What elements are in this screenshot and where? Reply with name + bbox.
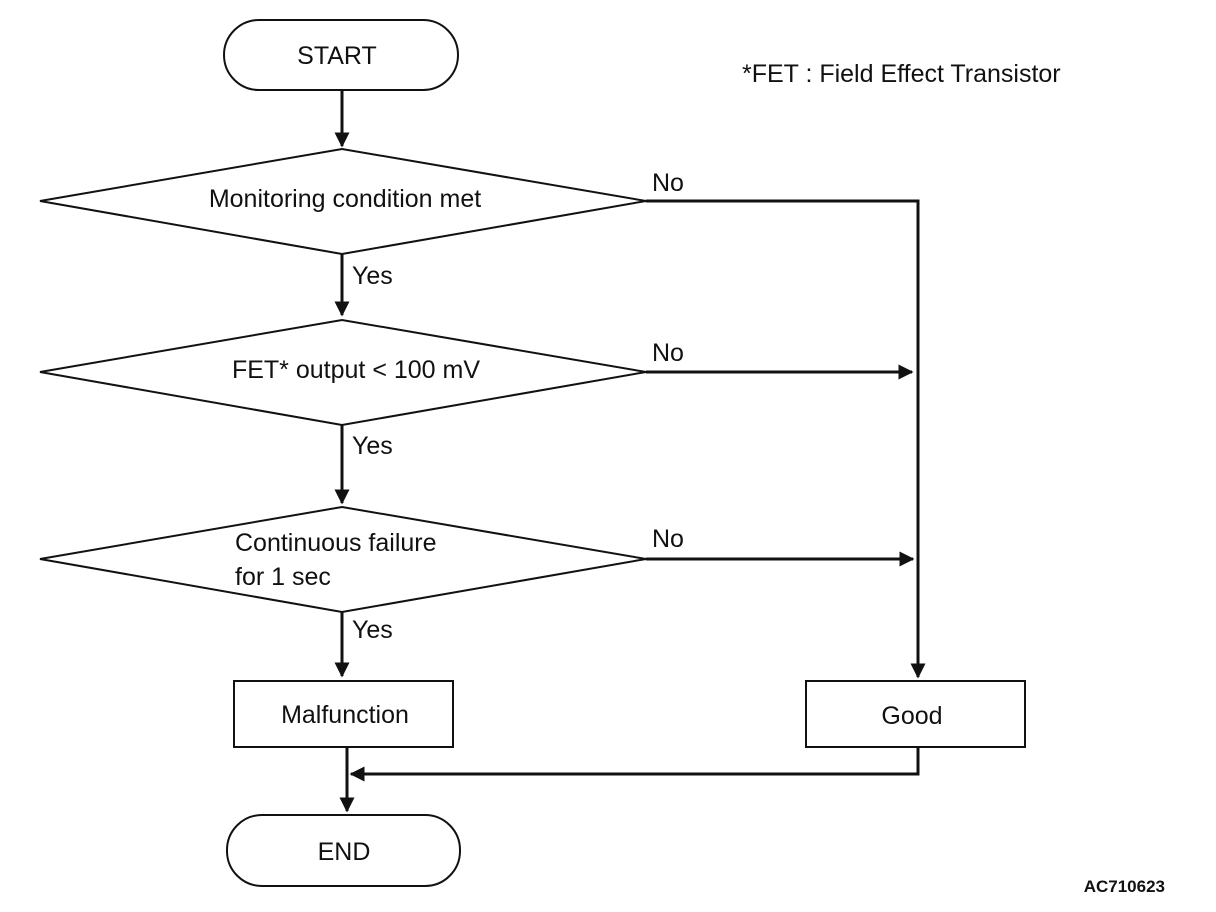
- decision-3-yes-label: Yes: [352, 616, 393, 644]
- decision-2-text: FET* output < 100 mV: [232, 356, 480, 384]
- end-label: END: [318, 838, 371, 866]
- decision-1-text: Monitoring condition met: [209, 185, 481, 213]
- connector-decision-1-no: [646, 199, 926, 679]
- decision-fet-output: FET* output < 100 mV: [39, 318, 647, 427]
- decision-continuous-failure: Continuous failure for 1 sec: [39, 505, 647, 614]
- decision-3-no-label: No: [652, 525, 684, 553]
- start-terminal: START: [223, 19, 459, 91]
- decision-2-no-label: No: [652, 339, 684, 367]
- start-label: START: [297, 42, 377, 70]
- good-label: Good: [881, 702, 942, 730]
- connector-good-to-end: [349, 747, 920, 782]
- footnote-fet: *FET : Field Effect Transistor: [742, 60, 1061, 88]
- decision-2-yes-label: Yes: [352, 432, 393, 460]
- figure-code: AC710623: [1084, 877, 1165, 896]
- decision-1-no-label: No: [652, 169, 684, 197]
- decision-1-yes-label: Yes: [352, 262, 393, 290]
- malfunction-label: Malfunction: [281, 701, 409, 729]
- decision-monitoring-condition: Monitoring condition met: [39, 147, 647, 256]
- end-terminal: END: [226, 814, 461, 887]
- decision-3-text-line-1: Continuous failure: [235, 529, 437, 557]
- good-box: Good: [805, 680, 1026, 748]
- decision-3-text-line-2: for 1 sec: [235, 563, 331, 591]
- malfunction-box: Malfunction: [233, 680, 454, 748]
